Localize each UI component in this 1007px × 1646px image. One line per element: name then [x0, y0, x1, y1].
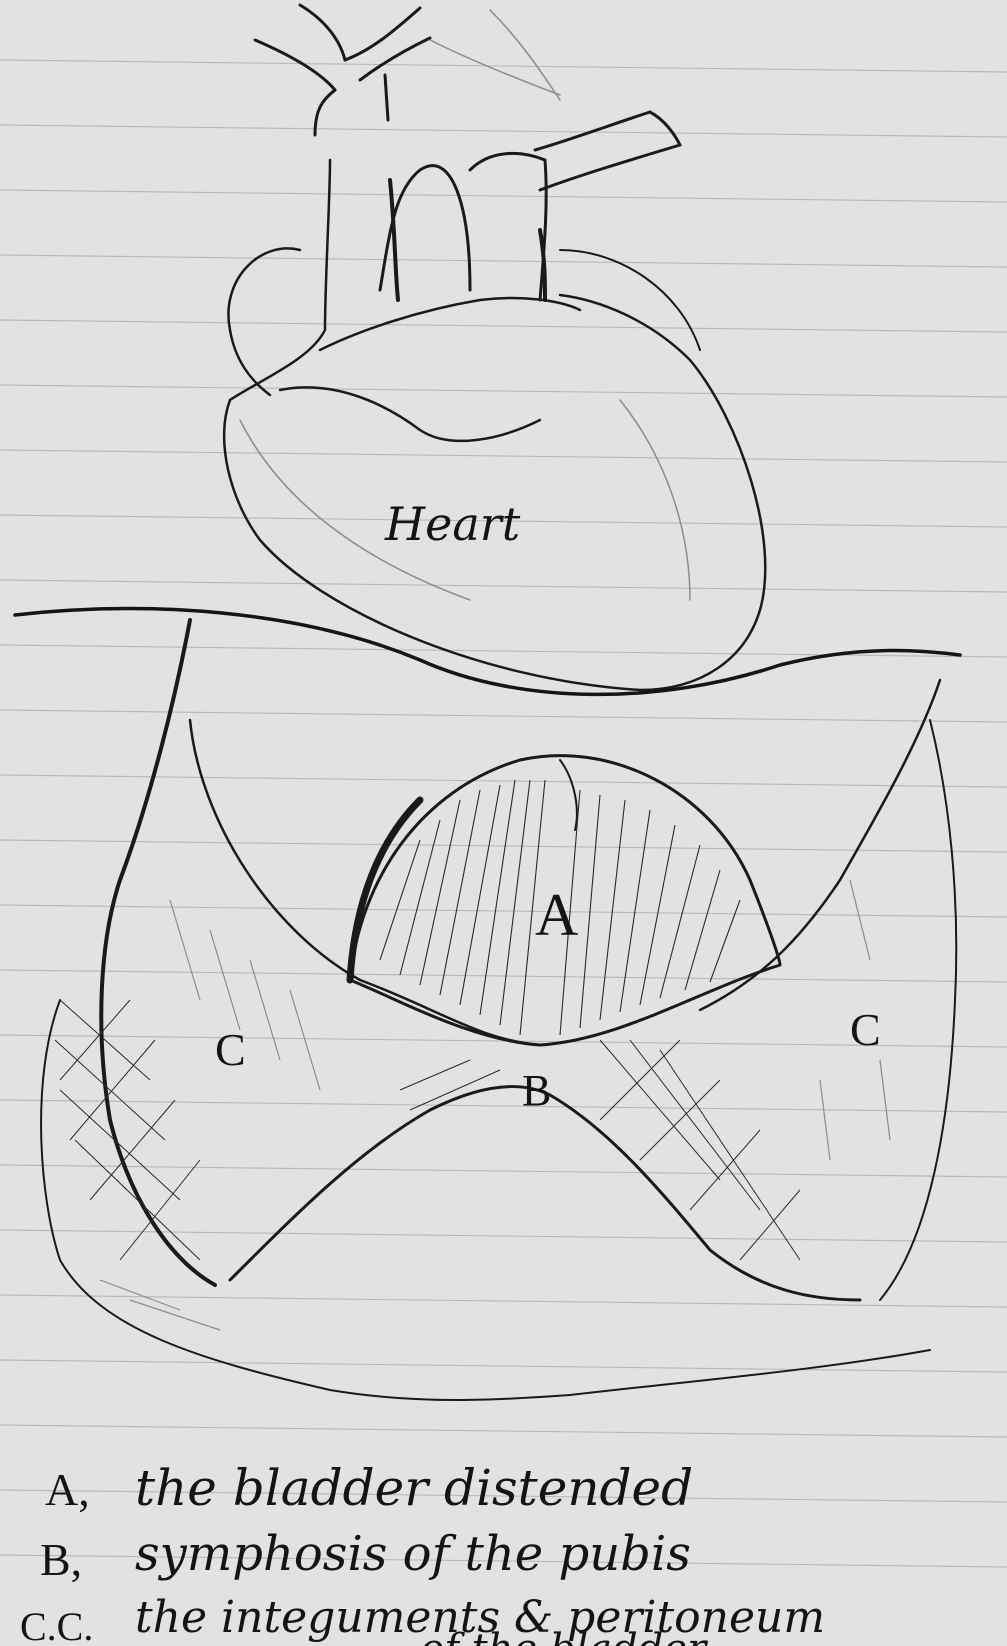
section-line [15, 609, 960, 695]
heart-label: Heart [384, 497, 521, 551]
pencil-shading [100, 880, 890, 1330]
caption-text-d: of the bladder [420, 1626, 709, 1646]
label-a: A [535, 882, 578, 948]
caption-key-c: C.C. [20, 1604, 93, 1646]
label-b: B [522, 1066, 551, 1115]
label-c-left: C [215, 1024, 246, 1075]
caption-key-b: B, [40, 1534, 82, 1585]
caption-text-b: symphosis of the pubis [135, 1526, 691, 1582]
abdomen-drawing [41, 620, 956, 1400]
heart-drawing [224, 153, 765, 690]
caption-text-a: the bladder distended [135, 1459, 693, 1517]
caption: A, the bladder distended B, symphosis of… [20, 1459, 825, 1646]
label-c-right: C [850, 1004, 881, 1055]
crosshatch-regions [55, 1000, 800, 1260]
caption-key-a: A, [45, 1464, 90, 1515]
notebook-ruling [0, 60, 1007, 1567]
great-vessels-drawing [255, 5, 680, 190]
